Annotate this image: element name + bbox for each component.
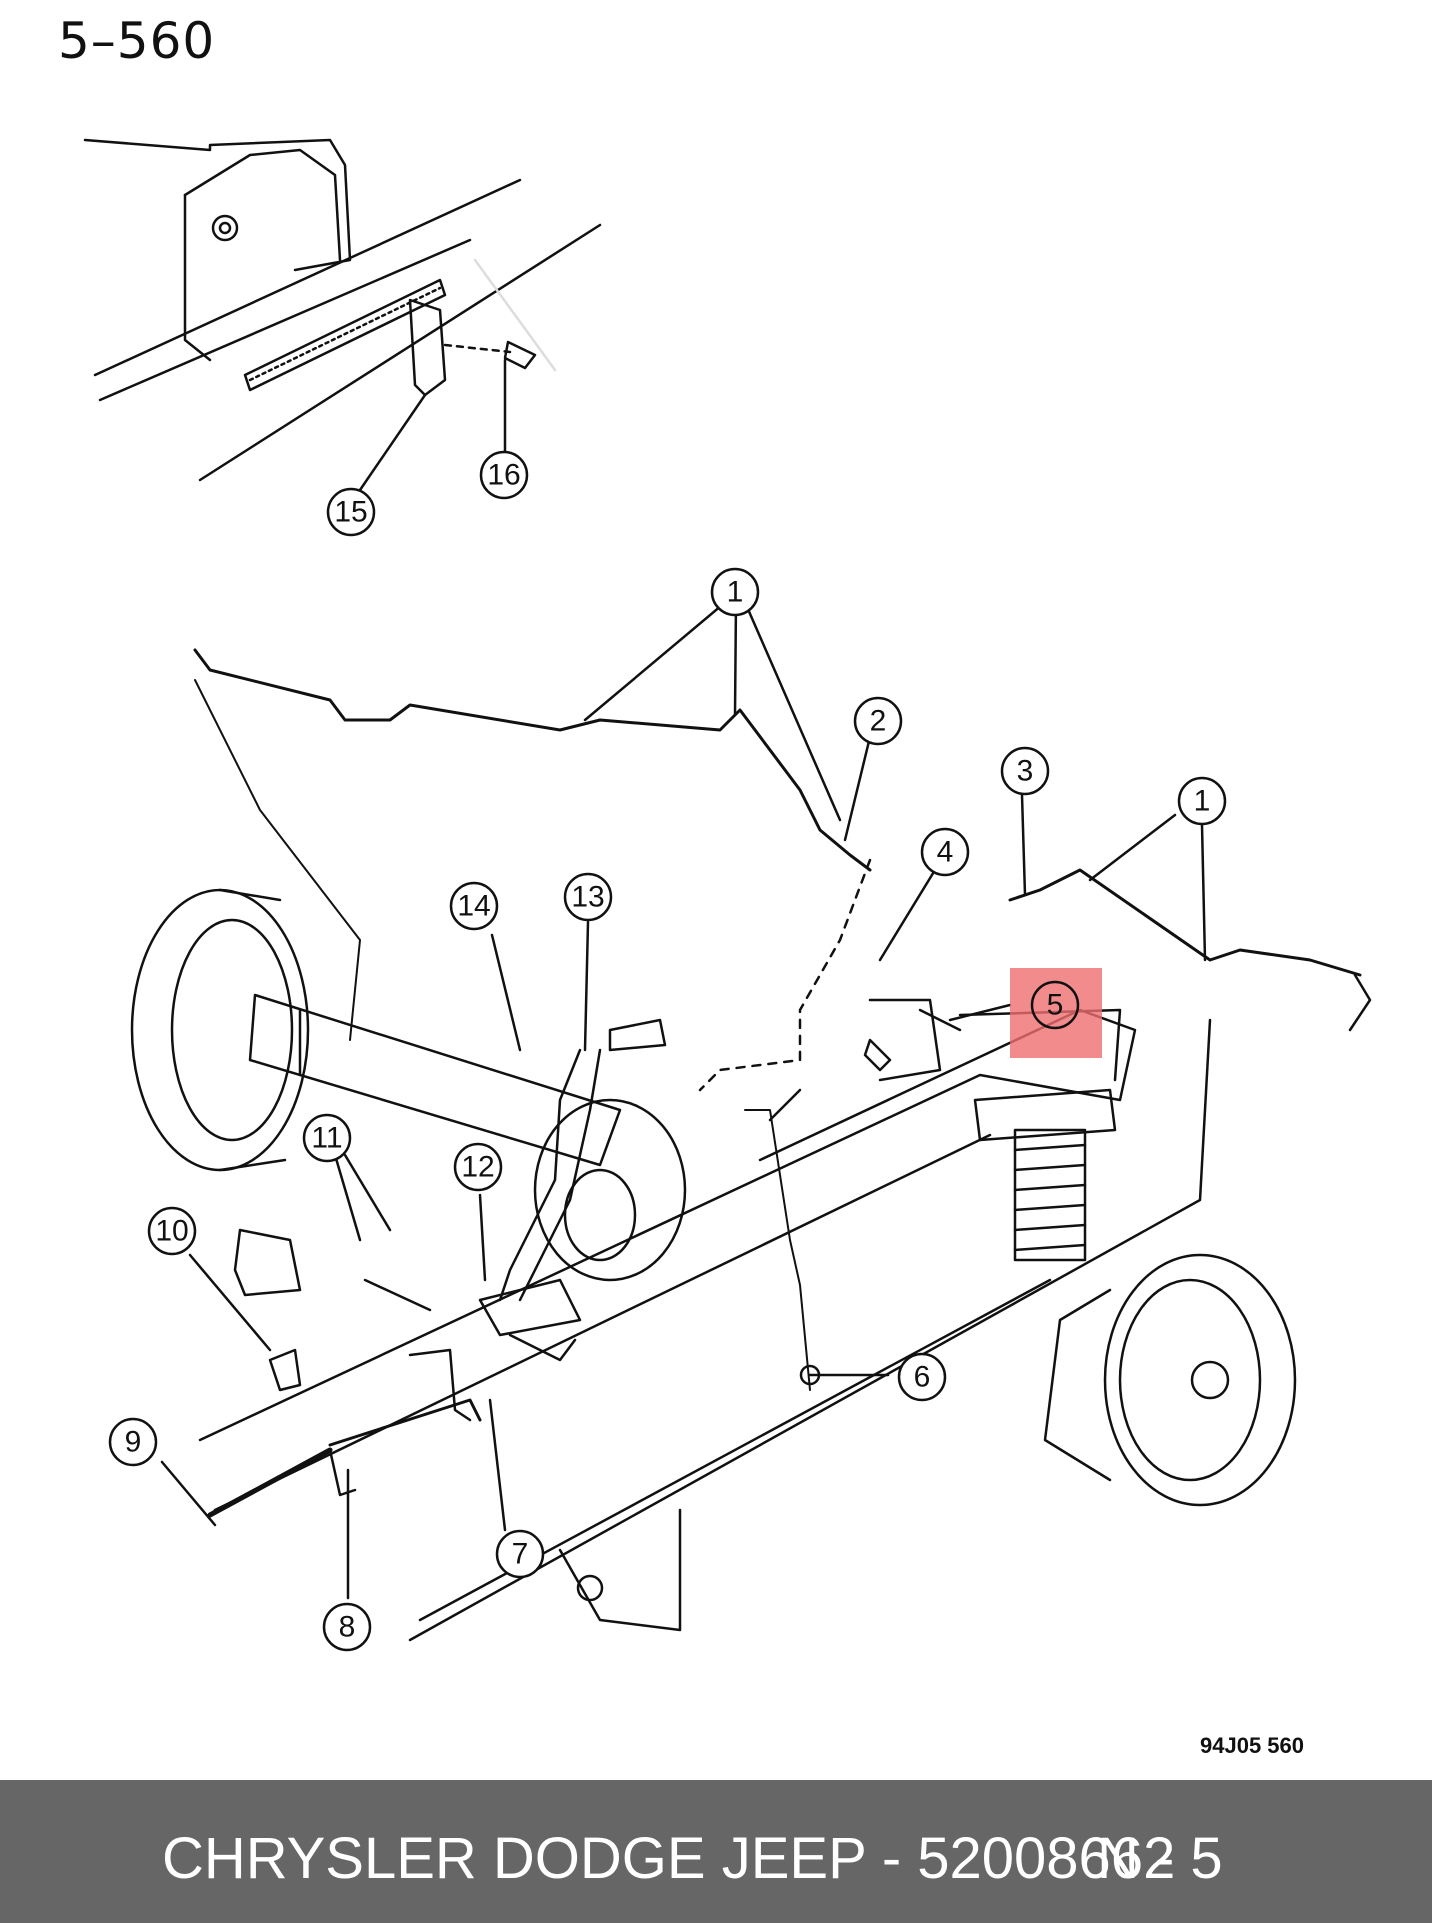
inset-detail [83,138,602,482]
footer-page-ref: N - 5 [1097,1826,1223,1891]
callout-3: 3 [1017,755,1034,788]
callout-labels: 1 2 3 1 4 5 14 13 11 12 10 6 9 7 8 15 16 [125,459,1211,1644]
callout-6: 6 [914,1361,931,1394]
callout-2: 2 [870,705,887,738]
footer-part-text: CHRYSLER DODGE JEEP - 52008662 [162,1826,1176,1891]
callout-circle-16 [479,450,529,500]
callout-circle-1b [1177,776,1227,826]
footer-bar [0,1780,1432,1923]
callout-circle-12 [453,1142,503,1192]
callout-circle-3 [1000,746,1050,796]
callout-circle-8 [322,1602,372,1652]
callout-5: 5 [1047,989,1064,1022]
callout-circle-11 [302,1113,352,1163]
callout-10: 10 [155,1215,188,1248]
callout-8: 8 [339,1611,356,1644]
callout-1b: 1 [1194,785,1211,818]
callout-circle-4 [920,827,970,877]
callout-circle-10 [147,1206,197,1256]
callout-circle-2 [853,696,903,746]
callout-4: 4 [937,836,954,869]
callout-1a: 1 [727,576,744,609]
callout-circle-14 [449,881,499,931]
callout-9: 9 [125,1426,142,1459]
callout-16: 16 [487,459,520,492]
callout-circle-15 [326,487,376,537]
callout-circle-5 [1030,980,1080,1030]
callout-circle-13 [563,872,613,922]
callout-15: 15 [334,496,367,529]
callout-11: 11 [311,1122,342,1155]
callout-14: 14 [457,890,490,923]
callout-7: 7 [512,1538,529,1571]
callout-circle-6 [897,1352,947,1402]
callout-circle-7 [495,1529,545,1579]
main-assembly [130,598,1372,1642]
callout-circle-9 [108,1417,158,1467]
callout-12: 12 [461,1151,494,1184]
callout-13: 13 [571,881,604,914]
page-code: 5–560 [58,12,216,70]
figure-code: 94J05 560 [1200,1733,1304,1758]
brake-line-diagram: 1 2 3 1 4 5 14 13 11 12 10 6 9 7 8 15 16 [83,138,1372,1652]
callout-circle-1a [710,567,760,617]
